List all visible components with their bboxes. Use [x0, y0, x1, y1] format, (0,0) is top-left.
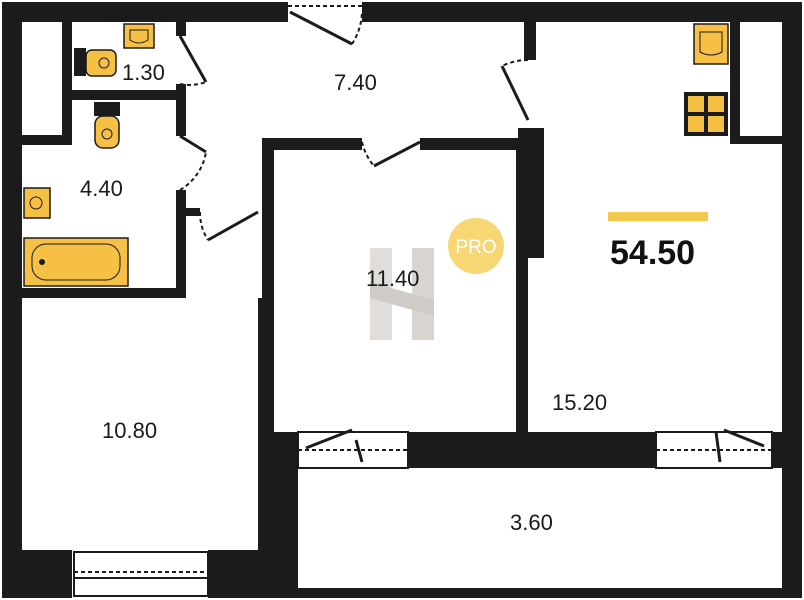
window-kitchen-balcony — [655, 431, 773, 469]
door-bedroom — [361, 140, 421, 168]
wall-room-balcony-left — [258, 432, 298, 598]
wall-kitchen-left-top — [524, 22, 536, 60]
total-area: 54.50 — [610, 234, 695, 272]
sink-icon — [123, 23, 155, 49]
wall-bath-right-mid — [176, 190, 186, 212]
wall-wc-right-bottom — [176, 84, 186, 100]
bathtub-icon — [23, 237, 129, 287]
window-room-bottom — [73, 551, 209, 597]
pro-badge: PRO — [448, 218, 504, 274]
wall-top-right — [362, 2, 802, 22]
door-entrance — [289, 10, 363, 46]
room-area-balcony: 3.60 — [510, 510, 553, 535]
wall-right — [782, 2, 802, 598]
door-wc — [178, 35, 208, 86]
windows — [73, 5, 773, 597]
wall-balcony-right-stub — [772, 432, 784, 468]
pro-badge-label: PRO — [455, 237, 496, 258]
wall-bedroom-left — [262, 138, 274, 432]
wall-stub-hall — [186, 208, 200, 216]
wall-wc-bottom — [62, 90, 186, 100]
wall-bedroom-top-left — [262, 138, 362, 150]
wall-bath-right-top — [176, 100, 186, 136]
door-balcony-bedroom — [305, 428, 364, 463]
room-area-wc: 1.30 — [122, 60, 165, 85]
toilet-icon — [94, 102, 120, 149]
door-balcony-kitchen — [714, 428, 765, 463]
wall-bottom-left — [2, 550, 72, 598]
wall-room-left-stub — [258, 298, 262, 432]
window-bedroom-balcony — [297, 431, 409, 469]
wall-kitchen-niche-bottom — [730, 136, 782, 144]
wall-closet-right — [62, 22, 72, 140]
wall-wc-right-top — [176, 22, 186, 36]
wall-top-left — [2, 2, 288, 22]
wall-balcony-divider — [408, 432, 656, 468]
wall-left — [2, 2, 22, 598]
wall-bedroom-column — [518, 128, 544, 258]
room-area-room: 10.80 — [102, 418, 157, 443]
wall-bath-right-bottom — [176, 212, 186, 298]
room-area-kitchen-living: 15.20 — [552, 390, 607, 415]
room-area-bath: 4.40 — [80, 176, 123, 201]
door-room-hall — [198, 210, 259, 242]
door-bath — [179, 134, 207, 191]
wall-kitchen-niche-left — [730, 22, 740, 140]
doors — [178, 10, 765, 463]
wall-bedroom-top-right — [420, 138, 520, 150]
total-area-accent-bar — [608, 212, 708, 221]
wall-closet-bottom — [22, 135, 72, 145]
sink-icon — [693, 23, 729, 65]
wall-bottom-right — [296, 588, 802, 598]
door-kitchen — [500, 59, 530, 121]
toilet-icon — [74, 48, 117, 77]
fixtures — [23, 23, 729, 287]
room-area-bedroom: 11.40 — [366, 266, 419, 291]
stove-icon — [684, 92, 728, 136]
room-area-hall: 7.40 — [334, 70, 377, 95]
sink-icon — [23, 187, 51, 219]
h-logo-icon — [370, 248, 434, 340]
wall-bath-bottom — [22, 288, 186, 298]
